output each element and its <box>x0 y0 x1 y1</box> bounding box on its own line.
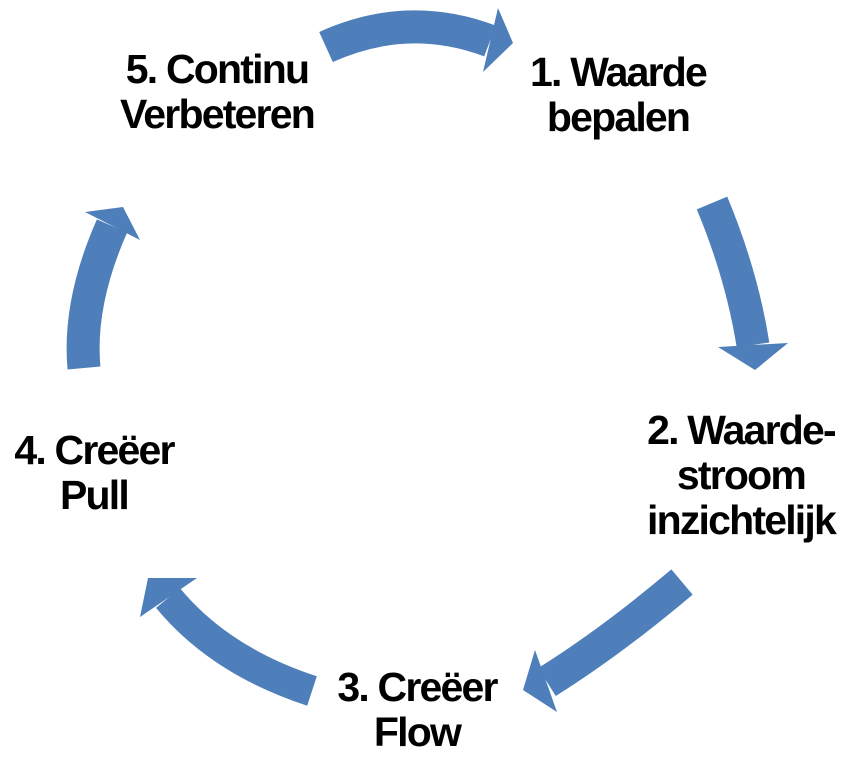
step-label-4: 4. Creëer Pull <box>0 428 269 518</box>
arrow-4-to-5-head <box>85 207 140 240</box>
arrow-2-to-3-head <box>523 650 557 712</box>
step-4-line-1: 4. Creëer <box>14 427 175 473</box>
arrow-1-to-2-icon <box>696 196 788 370</box>
arrow-3-to-4-head <box>140 578 197 617</box>
arrow-5-to-1-band <box>319 10 496 63</box>
step-2-line-3: inzichtelijk <box>646 497 837 543</box>
arrow-3-to-4-icon <box>140 578 317 706</box>
step-4-line-2: Pull <box>60 472 130 518</box>
step-label-1: 1. Waarde bepalen <box>443 50 793 140</box>
step-5-line-1: 5. Continu <box>125 46 310 92</box>
arrow-5-to-1-head <box>483 8 513 72</box>
arrow-3-to-4-band <box>156 587 317 706</box>
arrow-1-to-2-head <box>718 343 788 370</box>
arrow-4-to-5-band <box>66 219 128 370</box>
step-3-line-2: Flow <box>373 709 462 755</box>
arrow-2-to-3-band <box>538 569 693 696</box>
arrow-4-to-5-icon <box>66 207 140 370</box>
arrow-2-to-3-icon <box>523 569 693 712</box>
step-2-line-2: stroom <box>676 452 807 498</box>
step-3-line-1: 3. Creëer <box>337 664 498 710</box>
step-5-line-2: Verbeteren <box>120 91 316 137</box>
arrow-1-to-2-band <box>696 196 770 348</box>
step-label-5: 5. Continu Verbeteren <box>42 47 392 137</box>
step-1-line-2: bepalen <box>546 94 691 140</box>
step-2-line-1: 2. Waarde- <box>647 407 837 453</box>
arrow-5-to-1-icon <box>319 8 513 72</box>
step-label-3: 3. Creëer Flow <box>242 665 592 755</box>
step-label-2: 2. Waarde- stroom inzichtelijk <box>566 408 853 543</box>
step-1-line-1: 1. Waarde <box>530 49 708 95</box>
